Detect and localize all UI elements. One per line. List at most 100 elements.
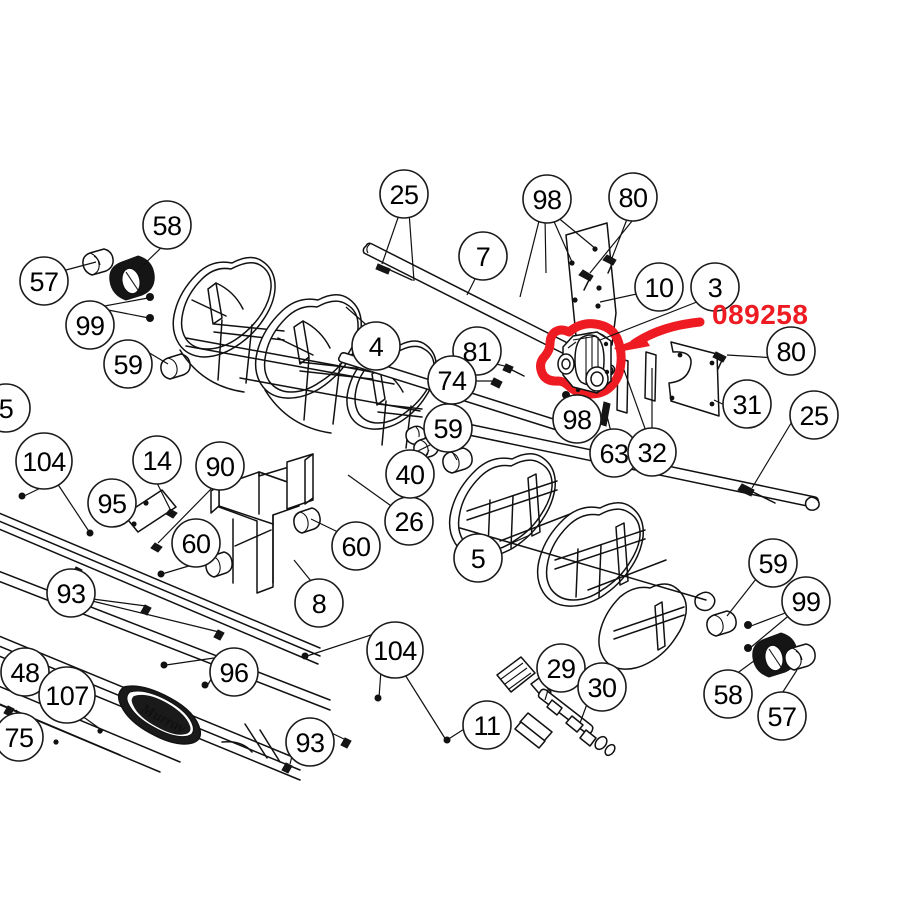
callout-31[interactable]: 31: [722, 379, 772, 429]
callout-circle: [385, 449, 435, 499]
callout-25[interactable]: 25: [789, 390, 839, 440]
callout-label: 7: [476, 242, 491, 272]
callout-75[interactable]: 75: [0, 712, 44, 762]
callout-57[interactable]: 57: [19, 256, 69, 306]
callout-label: 60: [181, 529, 210, 559]
callout-26[interactable]: 26: [384, 496, 434, 546]
callout-80[interactable]: 80: [766, 326, 816, 376]
callout-label: 10: [644, 273, 673, 303]
auger-assembly-right: [448, 453, 716, 670]
fastener-93e: [340, 737, 352, 749]
callout-90[interactable]: 90: [195, 441, 245, 491]
callout-98[interactable]: 98: [552, 394, 602, 444]
fastener-96a: [160, 661, 168, 669]
callout-30[interactable]: 30: [577, 662, 627, 712]
callout-circle: [15, 432, 73, 490]
callout-label: 107: [45, 681, 89, 711]
callout-label: 57: [767, 702, 796, 732]
fastener-104c: [301, 652, 309, 660]
nameplate-badge: Murray: [117, 685, 202, 745]
callout-59[interactable]: 59: [748, 538, 798, 588]
callout-8[interactable]: 8: [294, 578, 344, 628]
callout-label: 11: [473, 711, 500, 741]
callout-label: 98: [562, 405, 591, 435]
callout-label: 4: [369, 332, 384, 362]
callout-circle: [757, 691, 807, 741]
callout-label: 14: [142, 446, 172, 476]
callout-circle: [0, 712, 44, 762]
callout-96[interactable]: 96: [209, 647, 259, 697]
callout-57[interactable]: 57: [757, 691, 807, 741]
callout-circle: [462, 700, 512, 750]
callout-circle: [627, 427, 677, 477]
callout-circle: [536, 643, 586, 693]
callout-80[interactable]: 80: [608, 172, 658, 222]
callout-circle: [38, 666, 96, 724]
callout-59[interactable]: 59: [103, 339, 153, 389]
callout-label: 63: [599, 439, 628, 469]
callout-48[interactable]: 48: [0, 647, 50, 697]
left-bearing-group: [82, 248, 191, 380]
callout-label: 59: [113, 350, 142, 380]
bolt-80-panel: [712, 351, 727, 370]
fastener-60c: [157, 570, 165, 578]
fastener-96b: [201, 681, 209, 689]
callout-5[interactable]: 5: [453, 533, 503, 583]
callout-104[interactable]: 104: [366, 621, 424, 679]
callout-25[interactable]: 25: [379, 169, 429, 219]
pin-99-right-b: [744, 644, 752, 652]
callout-60[interactable]: 60: [171, 518, 221, 568]
callout-circle: [427, 355, 477, 405]
callout-14[interactable]: 14: [132, 435, 182, 485]
callout-29[interactable]: 29: [536, 643, 586, 693]
callout-74[interactable]: 74: [427, 355, 477, 405]
callout-93[interactable]: 93: [46, 568, 96, 618]
bolt-80-plate-b: [602, 254, 617, 274]
callout-label: 3: [708, 273, 723, 303]
mounting-plate-14: [123, 489, 177, 533]
callout-3[interactable]: 3: [690, 262, 740, 312]
callout-label: 75: [4, 723, 33, 753]
callout-95[interactable]: 95: [87, 478, 137, 528]
callout-label: 25: [799, 401, 828, 431]
highlighted-part-number: 089258: [712, 299, 809, 330]
callout-circle: [453, 533, 503, 583]
callout-circle: [577, 662, 627, 712]
callout-58[interactable]: 58: [703, 669, 753, 719]
callout-label: 26: [394, 507, 423, 537]
callout-circle: [781, 576, 831, 626]
callout-4[interactable]: 4: [351, 321, 401, 371]
callout-label: 48: [10, 658, 39, 688]
callout-99[interactable]: 99: [781, 576, 831, 626]
callout-circle: [0, 383, 31, 433]
flange-bearing-58-left: [109, 255, 155, 301]
pin-99b: [146, 314, 154, 322]
callout-93[interactable]: 93: [285, 717, 335, 767]
shim-63: [644, 351, 657, 402]
callout-32[interactable]: 32: [627, 427, 677, 477]
callout-11[interactable]: 11: [462, 700, 512, 750]
callout-59[interactable]: 59: [423, 403, 473, 453]
callout-60[interactable]: 60: [331, 521, 381, 571]
callout-circle: [0, 647, 50, 697]
callout-63[interactable]: 63: [589, 428, 639, 478]
callout-104[interactable]: 104: [15, 432, 73, 490]
callout-40[interactable]: 40: [385, 449, 435, 499]
callout-label: 59: [758, 549, 787, 579]
callout-98[interactable]: 98: [522, 174, 572, 224]
callout-10[interactable]: 10: [634, 262, 684, 312]
callout-label: 8: [312, 589, 327, 619]
callout-58[interactable]: 58: [142, 200, 192, 250]
callout-5[interactable]: 5: [0, 383, 31, 433]
callout-circle: [351, 321, 401, 371]
callout-label: 93: [295, 728, 324, 758]
callout-99[interactable]: 99: [65, 300, 115, 350]
callout-label: 90: [205, 452, 234, 482]
pin-99a: [146, 293, 154, 301]
callout-label: 74: [437, 366, 467, 396]
callout-107[interactable]: 107: [38, 666, 96, 724]
callout-7[interactable]: 7: [458, 231, 508, 281]
callout-circle: [766, 326, 816, 376]
callout-label: 57: [29, 267, 58, 297]
